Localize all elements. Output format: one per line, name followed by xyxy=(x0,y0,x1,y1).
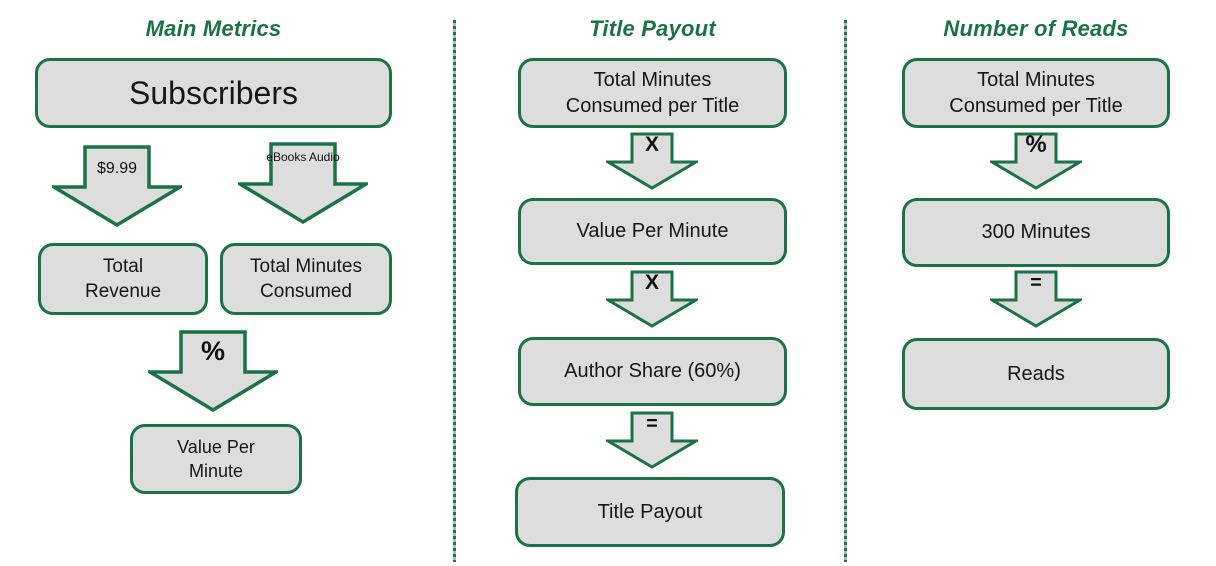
minutes-per-title-box: Total Minutes Consumed per Title xyxy=(518,58,787,128)
reads-label: Reads xyxy=(1007,362,1065,385)
column-title-main-metrics: Main Metrics xyxy=(145,16,282,41)
down-arrow-icon xyxy=(990,270,1082,328)
multiply-arrow-label: X xyxy=(644,271,659,294)
minutes-per-title-line-1: Total Minutes xyxy=(977,69,1095,91)
down-arrow-icon xyxy=(238,142,368,224)
column-title-title-payout: Title Payout xyxy=(589,16,716,41)
minutes-per-title-line-2: Consumed per Title xyxy=(565,95,740,117)
three-hundred-minutes-label: 300 Minutes xyxy=(981,221,1091,243)
down-arrow-icon xyxy=(606,132,698,190)
subscribers-box: Subscribers xyxy=(35,58,392,128)
down-arrow-icon xyxy=(52,145,182,227)
three-hundred-minutes-box: 300 Minutes xyxy=(902,198,1170,267)
percent-arrow-label: % xyxy=(1025,131,1047,158)
title-payout-box: Title Payout xyxy=(515,477,785,547)
equals-arrow-label: = xyxy=(1030,272,1042,294)
reads-box: Reads xyxy=(902,338,1170,410)
column-divider xyxy=(844,20,847,562)
total-revenue-line-1: Total xyxy=(102,256,144,277)
minutes-per-title-line-1: Total Minutes xyxy=(593,69,712,91)
down-arrow-icon xyxy=(148,330,278,412)
title-payout-label: Title Payout xyxy=(597,500,703,523)
formats-arrow-label: eBooks Audio xyxy=(258,150,348,165)
subscribers-label: Subscribers xyxy=(129,74,298,111)
equals-arrow-label: = xyxy=(646,413,658,435)
percent-arrow-label: % xyxy=(200,336,225,366)
author-share-label: Author Share (60%) xyxy=(564,360,741,382)
total-minutes-line-1: Total Minutes xyxy=(250,256,362,277)
author-share-box: Author Share (60%) xyxy=(518,337,787,406)
equals-down-arrow: = xyxy=(990,270,1082,328)
value-per-minute-label: Value Per Minute xyxy=(576,220,729,242)
price-down-arrow: $9.99 xyxy=(52,145,182,227)
minutes-per-title-box: Total Minutes Consumed per Title xyxy=(902,58,1170,128)
total-minutes-consumed-box: Total Minutes Consumed xyxy=(220,243,392,315)
total-revenue-box: Total Revenue xyxy=(38,243,208,315)
column-title-number-of-reads: Number of Reads xyxy=(943,16,1129,41)
value-per-minute-box: Value Per Minute xyxy=(130,424,302,494)
percent-down-arrow: % xyxy=(990,131,1082,190)
multiply-down-arrow: X xyxy=(606,270,698,328)
formats-line-1: eBooks xyxy=(266,150,307,164)
down-arrow-icon xyxy=(606,411,698,469)
formats-line-2: Audio xyxy=(309,150,340,164)
price-arrow-label: $9.99 xyxy=(96,160,138,177)
column-divider xyxy=(453,20,456,562)
value-per-minute-line-1: Value Per xyxy=(177,437,255,457)
total-revenue-line-2: Revenue xyxy=(84,281,162,302)
multiply-arrow-label: X xyxy=(644,133,659,156)
percent-down-arrow: % xyxy=(148,330,278,412)
formats-down-arrow: eBooks Audio xyxy=(238,142,368,224)
down-arrow-icon xyxy=(606,270,698,328)
total-minutes-line-2: Consumed xyxy=(260,281,352,302)
minutes-per-title-line-2: Consumed per Title xyxy=(949,95,1123,117)
value-per-minute-line-2: Minute xyxy=(188,461,244,481)
value-per-minute-box: Value Per Minute xyxy=(518,198,787,265)
multiply-down-arrow: X xyxy=(606,132,698,190)
equals-down-arrow: = xyxy=(606,411,698,469)
down-arrow-icon xyxy=(990,132,1082,190)
